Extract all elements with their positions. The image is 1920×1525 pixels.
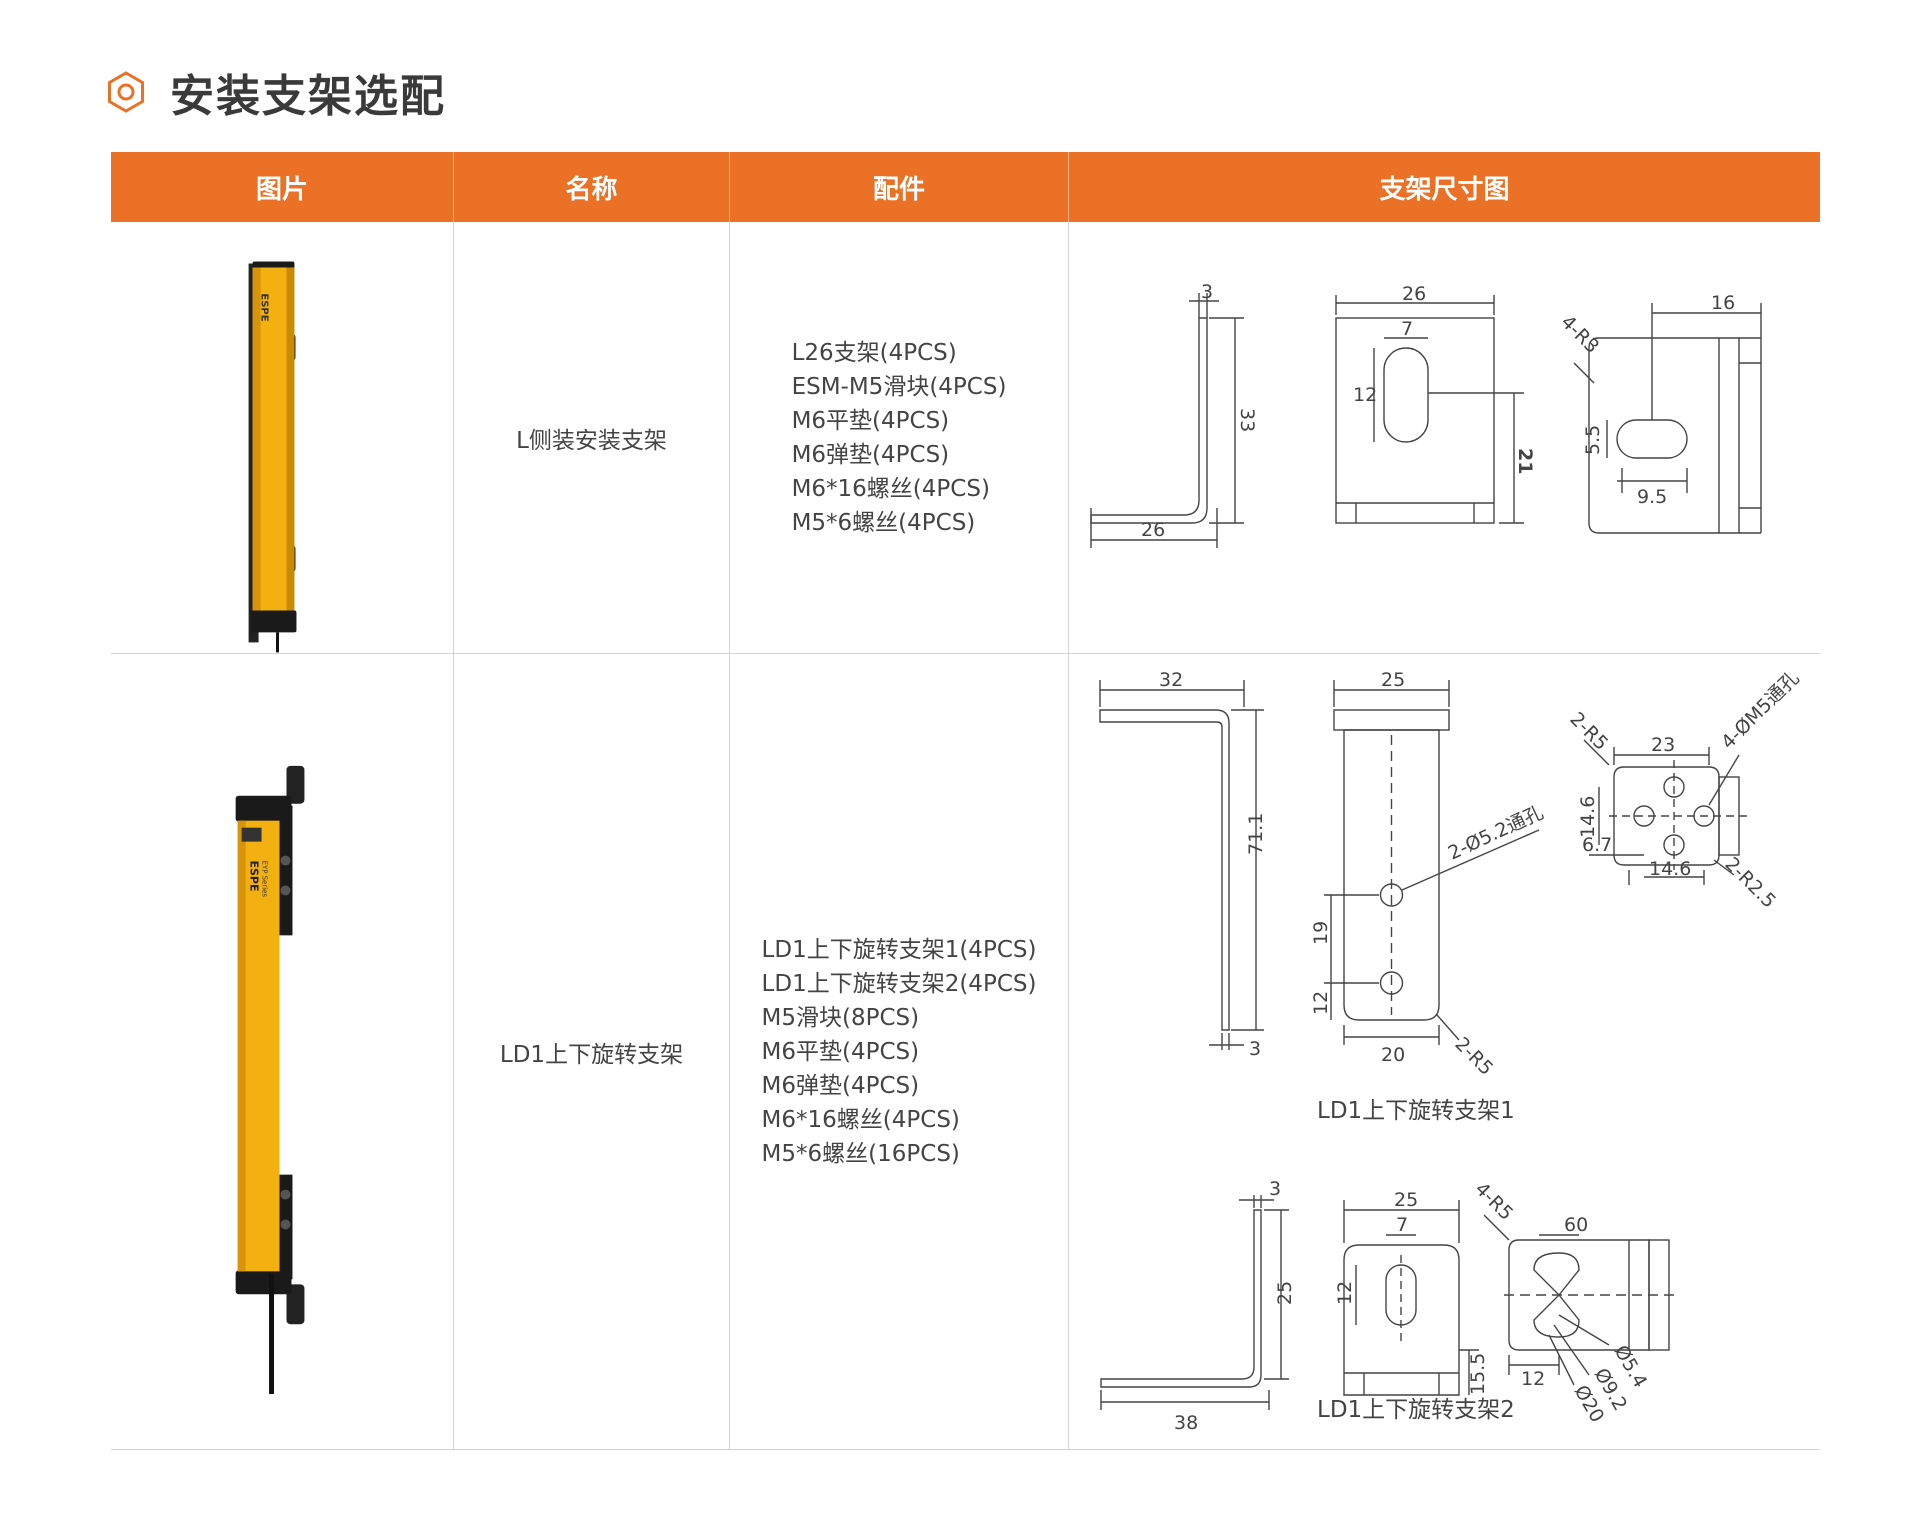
- header-image: 图片: [111, 152, 454, 222]
- dim-label: 12: [1521, 1368, 1545, 1390]
- dim-label: 15.5: [1467, 1352, 1489, 1394]
- product-name-cell: LD1上下旋转支架: [454, 654, 730, 1449]
- dim-label: 71.1: [1245, 812, 1267, 854]
- bracket-caption: LD1上下旋转支架1: [1317, 1098, 1515, 1124]
- accessory-item: M5*6螺丝(4PCS): [791, 509, 976, 536]
- dim-label: 4-ØM5通孔: [1717, 666, 1804, 753]
- dim-label: 3: [1201, 281, 1213, 303]
- dim-label: 3: [1269, 1178, 1281, 1200]
- dim-label: 12: [1310, 990, 1332, 1014]
- dim-label: 12: [1334, 1280, 1356, 1304]
- dim-label: 2-R5: [1565, 707, 1612, 754]
- dim-label: 60: [1564, 1214, 1588, 1236]
- accessory-item: LD1上下旋转支架2(4PCS): [761, 970, 1037, 997]
- accessory-list: LD1上下旋转支架1(4PCS) LD1上下旋转支架2(4PCS) M5滑块(8…: [762, 933, 1037, 1171]
- accessory-item: M6*16螺丝(4PCS): [791, 475, 990, 502]
- table-row: ESPE EYP Series LD1上下旋转支架 LD1上下旋转支架1(4PC…: [111, 654, 1820, 1450]
- dim-label: 7: [1396, 1214, 1408, 1236]
- bracket-table: 图片 名称 配件 支架尺寸图 ESPE: [111, 152, 1820, 1450]
- accessory-item: LD1上下旋转支架1(4PCS): [761, 936, 1037, 963]
- dim-label: 25: [1381, 669, 1405, 691]
- dim-label: 20: [1381, 1044, 1405, 1066]
- dim-label: 9.5: [1637, 486, 1667, 508]
- device-brand-label: ESPE: [248, 860, 261, 891]
- dim-label: 16: [1711, 292, 1735, 314]
- page-title: 安装支架选配: [170, 71, 446, 122]
- product-photo-cell: ESPE: [111, 222, 454, 653]
- dim-label: 6.7: [1582, 834, 1612, 856]
- product-name: L侧装安装支架: [516, 427, 667, 454]
- dim-label: 25: [1394, 1189, 1418, 1211]
- dim-label: 32: [1159, 669, 1183, 691]
- light-curtain-image: ESPE EYP Series: [235, 765, 305, 1394]
- accessory-item: M6平垫(4PCS): [791, 407, 950, 434]
- l-bracket-drawing: 3 33 26 26 7 12 21: [1090, 281, 1762, 548]
- product-name: LD1上下旋转支架: [499, 1041, 684, 1068]
- accessory-item: M5*6螺丝(16PCS): [761, 1140, 960, 1167]
- product-name-cell: L侧装安装支架: [454, 222, 730, 653]
- dim-label: 5.5: [1582, 424, 1604, 454]
- dim-label: 2-R2.5: [1720, 852, 1780, 912]
- accessory-item: M5滑块(8PCS): [761, 1004, 920, 1031]
- accessory-item: M6弹垫(4PCS): [791, 441, 950, 468]
- accessory-item: L26支架(4PCS): [791, 339, 957, 366]
- dim-label: 21: [1514, 448, 1536, 474]
- accessory-item: M6平垫(4PCS): [761, 1038, 920, 1065]
- accessory-list: L26支架(4PCS) ESM-M5滑块(4PCS) M6平垫(4PCS) M6…: [792, 336, 1007, 540]
- dim-label: 33: [1236, 408, 1258, 432]
- header-name: 名称: [454, 152, 730, 222]
- accessories-cell: LD1上下旋转支架1(4PCS) LD1上下旋转支架2(4PCS) M5滑块(8…: [730, 654, 1069, 1449]
- header-drawing: 支架尺寸图: [1379, 174, 1510, 205]
- drawing-cell: 32 71.1 3 25 2-Ø5.2通孔 19 12: [1069, 654, 1820, 1449]
- dim-label: 2-R5: [1450, 1032, 1497, 1079]
- dim-label: 12: [1353, 384, 1377, 406]
- dim-label: 4-R3: [1556, 310, 1603, 357]
- accessory-item: ESM-M5滑块(4PCS): [791, 373, 1007, 400]
- device-brand-label: ESPE: [259, 293, 270, 321]
- device-series-label: EYP Series: [261, 860, 269, 897]
- dim-label: 14.6: [1649, 858, 1691, 880]
- product-photo-cell: ESPE EYP Series: [111, 654, 454, 1449]
- accessory-item: M6弹垫(4PCS): [761, 1072, 920, 1099]
- hexagon-icon: [108, 71, 144, 113]
- light-curtain-image: ESPE: [248, 261, 297, 652]
- table-row: ESPE L侧装安装支架 L26支架(4PCS) ESM-M5滑块(4PCS) …: [111, 222, 1820, 654]
- header-accessories: 配件: [730, 152, 1069, 222]
- dim-label: 14.6: [1577, 795, 1599, 837]
- dim-label: 26: [1141, 519, 1165, 541]
- bracket-caption: LD1上下旋转支架2: [1317, 1397, 1515, 1423]
- accessories-cell: L26支架(4PCS) ESM-M5滑块(4PCS) M6平垫(4PCS) M6…: [730, 222, 1069, 653]
- section-header: 安装支架选配: [104, 60, 446, 124]
- accessory-item: M6*16螺丝(4PCS): [761, 1106, 960, 1133]
- dim-label: 7: [1401, 318, 1413, 340]
- dim-label: 26: [1402, 283, 1426, 305]
- dim-label: 38: [1174, 1412, 1198, 1434]
- dim-label: 4-R5: [1470, 1177, 1517, 1224]
- dim-label: 19: [1310, 920, 1332, 944]
- ld1-bracket-drawings: 32 71.1 3 25 2-Ø5.2通孔 19 12: [1099, 666, 1804, 1434]
- drawing-cell: 3 33 26 26 7 12 21: [1069, 222, 1820, 653]
- dim-label: 25: [1274, 1280, 1296, 1304]
- dim-label: 23: [1651, 734, 1675, 756]
- table-header: 图片 名称 配件 支架尺寸图: [111, 152, 1820, 222]
- dim-label: 3: [1249, 1038, 1261, 1060]
